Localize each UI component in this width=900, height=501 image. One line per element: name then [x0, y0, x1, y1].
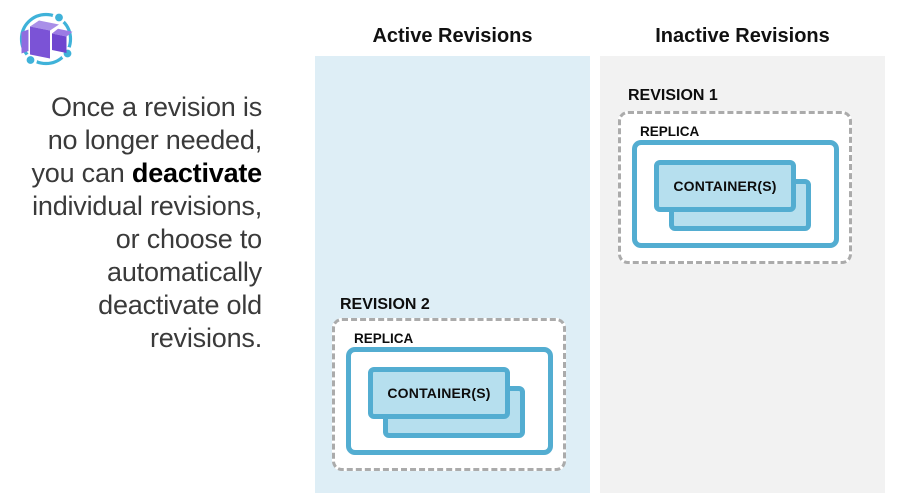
- description-line: no longer needed,: [47, 125, 262, 155]
- revision-2-box: REPLICA CONTAINER(S): [332, 318, 566, 471]
- description-line: you can deactivate: [31, 158, 262, 188]
- revision-1-label: REVISION 1: [628, 87, 718, 104]
- active-revisions-title: Active Revisions: [372, 25, 533, 47]
- description-line: deactivate old: [98, 290, 262, 320]
- inactive-revisions-title: Inactive Revisions: [655, 25, 830, 47]
- description-line: Once a revision is: [51, 92, 262, 122]
- replica-label: REPLICA: [354, 331, 414, 346]
- container-apps-logo-icon: [19, 11, 74, 67]
- description-line: automatically: [107, 257, 262, 287]
- replica-box: CONTAINER(S): [632, 140, 839, 248]
- description-text: Once a revision is no longer needed, you…: [14, 91, 262, 355]
- container-box: CONTAINER(S): [368, 367, 510, 419]
- description-line: individual revisions,: [32, 191, 262, 221]
- revision-2-label: REVISION 2: [340, 296, 430, 313]
- replica-box: CONTAINER(S): [346, 347, 553, 455]
- container-box: CONTAINER(S): [654, 160, 796, 212]
- revision-1-box: REPLICA CONTAINER(S): [618, 111, 852, 264]
- deactivate-emphasis: deactivate: [131, 158, 262, 188]
- description-line: or choose to: [115, 224, 262, 254]
- replica-label: REPLICA: [640, 124, 700, 139]
- description-line: revisions.: [149, 323, 262, 353]
